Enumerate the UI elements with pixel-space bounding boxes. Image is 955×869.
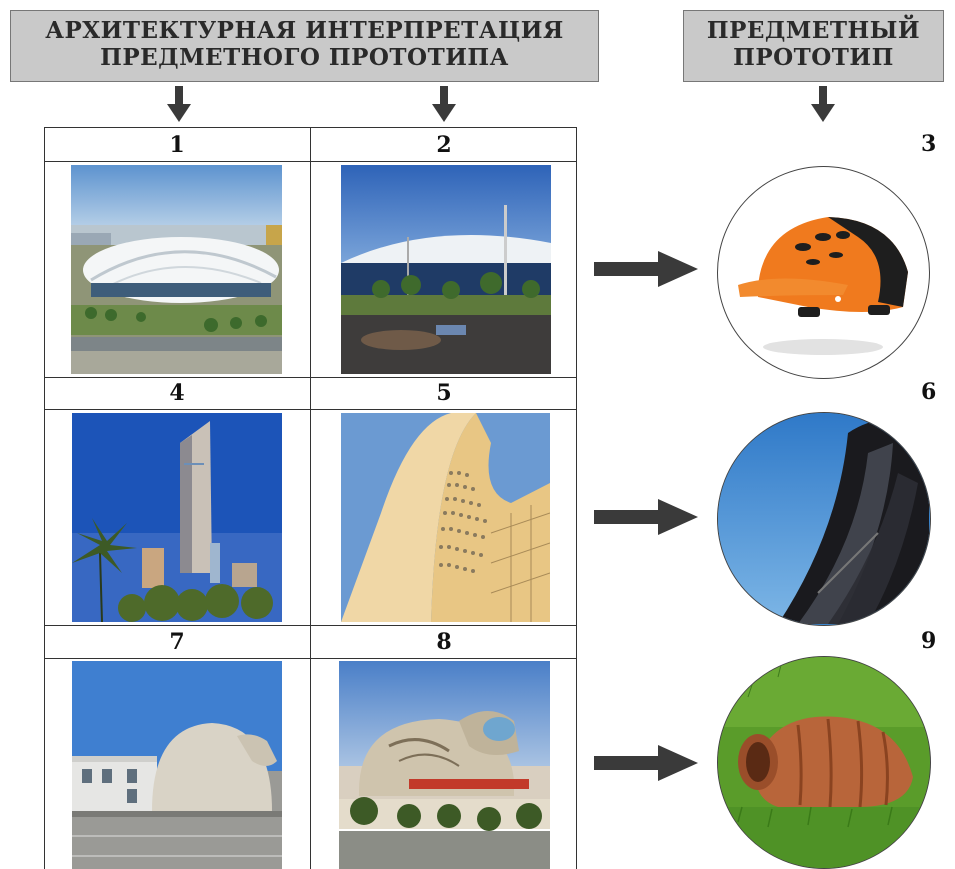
prototype-number: 3 xyxy=(921,131,937,157)
photo-dome-pitcher-building-2 xyxy=(339,661,550,869)
table-divider xyxy=(44,161,577,162)
photo-aquapark-dome xyxy=(71,165,282,374)
prototype-clay-pot xyxy=(717,656,931,869)
table-divider xyxy=(44,625,577,626)
cell-number: 4 xyxy=(169,380,185,406)
cell-number: 7 xyxy=(169,629,185,655)
cell-number: 5 xyxy=(436,380,452,406)
prototype-number: 6 xyxy=(921,379,937,405)
cell-number: 1 xyxy=(169,132,185,158)
table-divider xyxy=(310,127,311,869)
down-arrow-icon xyxy=(811,86,835,122)
right-arrow-icon xyxy=(594,745,698,781)
table-divider xyxy=(44,658,577,659)
photo-dome-pitcher-building xyxy=(72,661,282,869)
table-divider xyxy=(44,409,577,410)
photo-perforated-facade xyxy=(341,413,550,622)
prototype-number: 9 xyxy=(921,628,937,654)
header-left-line1: АРХИТЕКТУРНАЯ ИНТЕРПРЕТАЦИЯ xyxy=(45,17,564,44)
photo-velodrome xyxy=(341,165,551,374)
header-object-prototype: ПРЕДМЕТНЫЙ ПРОТОТИП xyxy=(683,10,944,82)
prototype-helmet xyxy=(717,166,930,379)
prototype-fabric xyxy=(717,412,931,626)
cell-number: 2 xyxy=(436,132,452,158)
cell-number: 8 xyxy=(436,629,452,655)
down-arrow-icon xyxy=(167,86,191,122)
right-arrow-icon xyxy=(594,251,698,287)
down-arrow-icon xyxy=(432,86,456,122)
header-right-line2: ПРОТОТИП xyxy=(733,44,894,71)
photo-tower xyxy=(72,413,282,622)
table-divider xyxy=(44,377,577,378)
header-left-line2: ПРЕДМЕТНОГО ПРОТОТИПА xyxy=(100,44,509,71)
right-arrow-icon xyxy=(594,499,698,535)
header-right-line1: ПРЕДМЕТНЫЙ xyxy=(706,17,921,44)
header-architectural-interpretation: АРХИТЕКТУРНАЯ ИНТЕРПРЕТАЦИЯ ПРЕДМЕТНОГО … xyxy=(10,10,599,82)
